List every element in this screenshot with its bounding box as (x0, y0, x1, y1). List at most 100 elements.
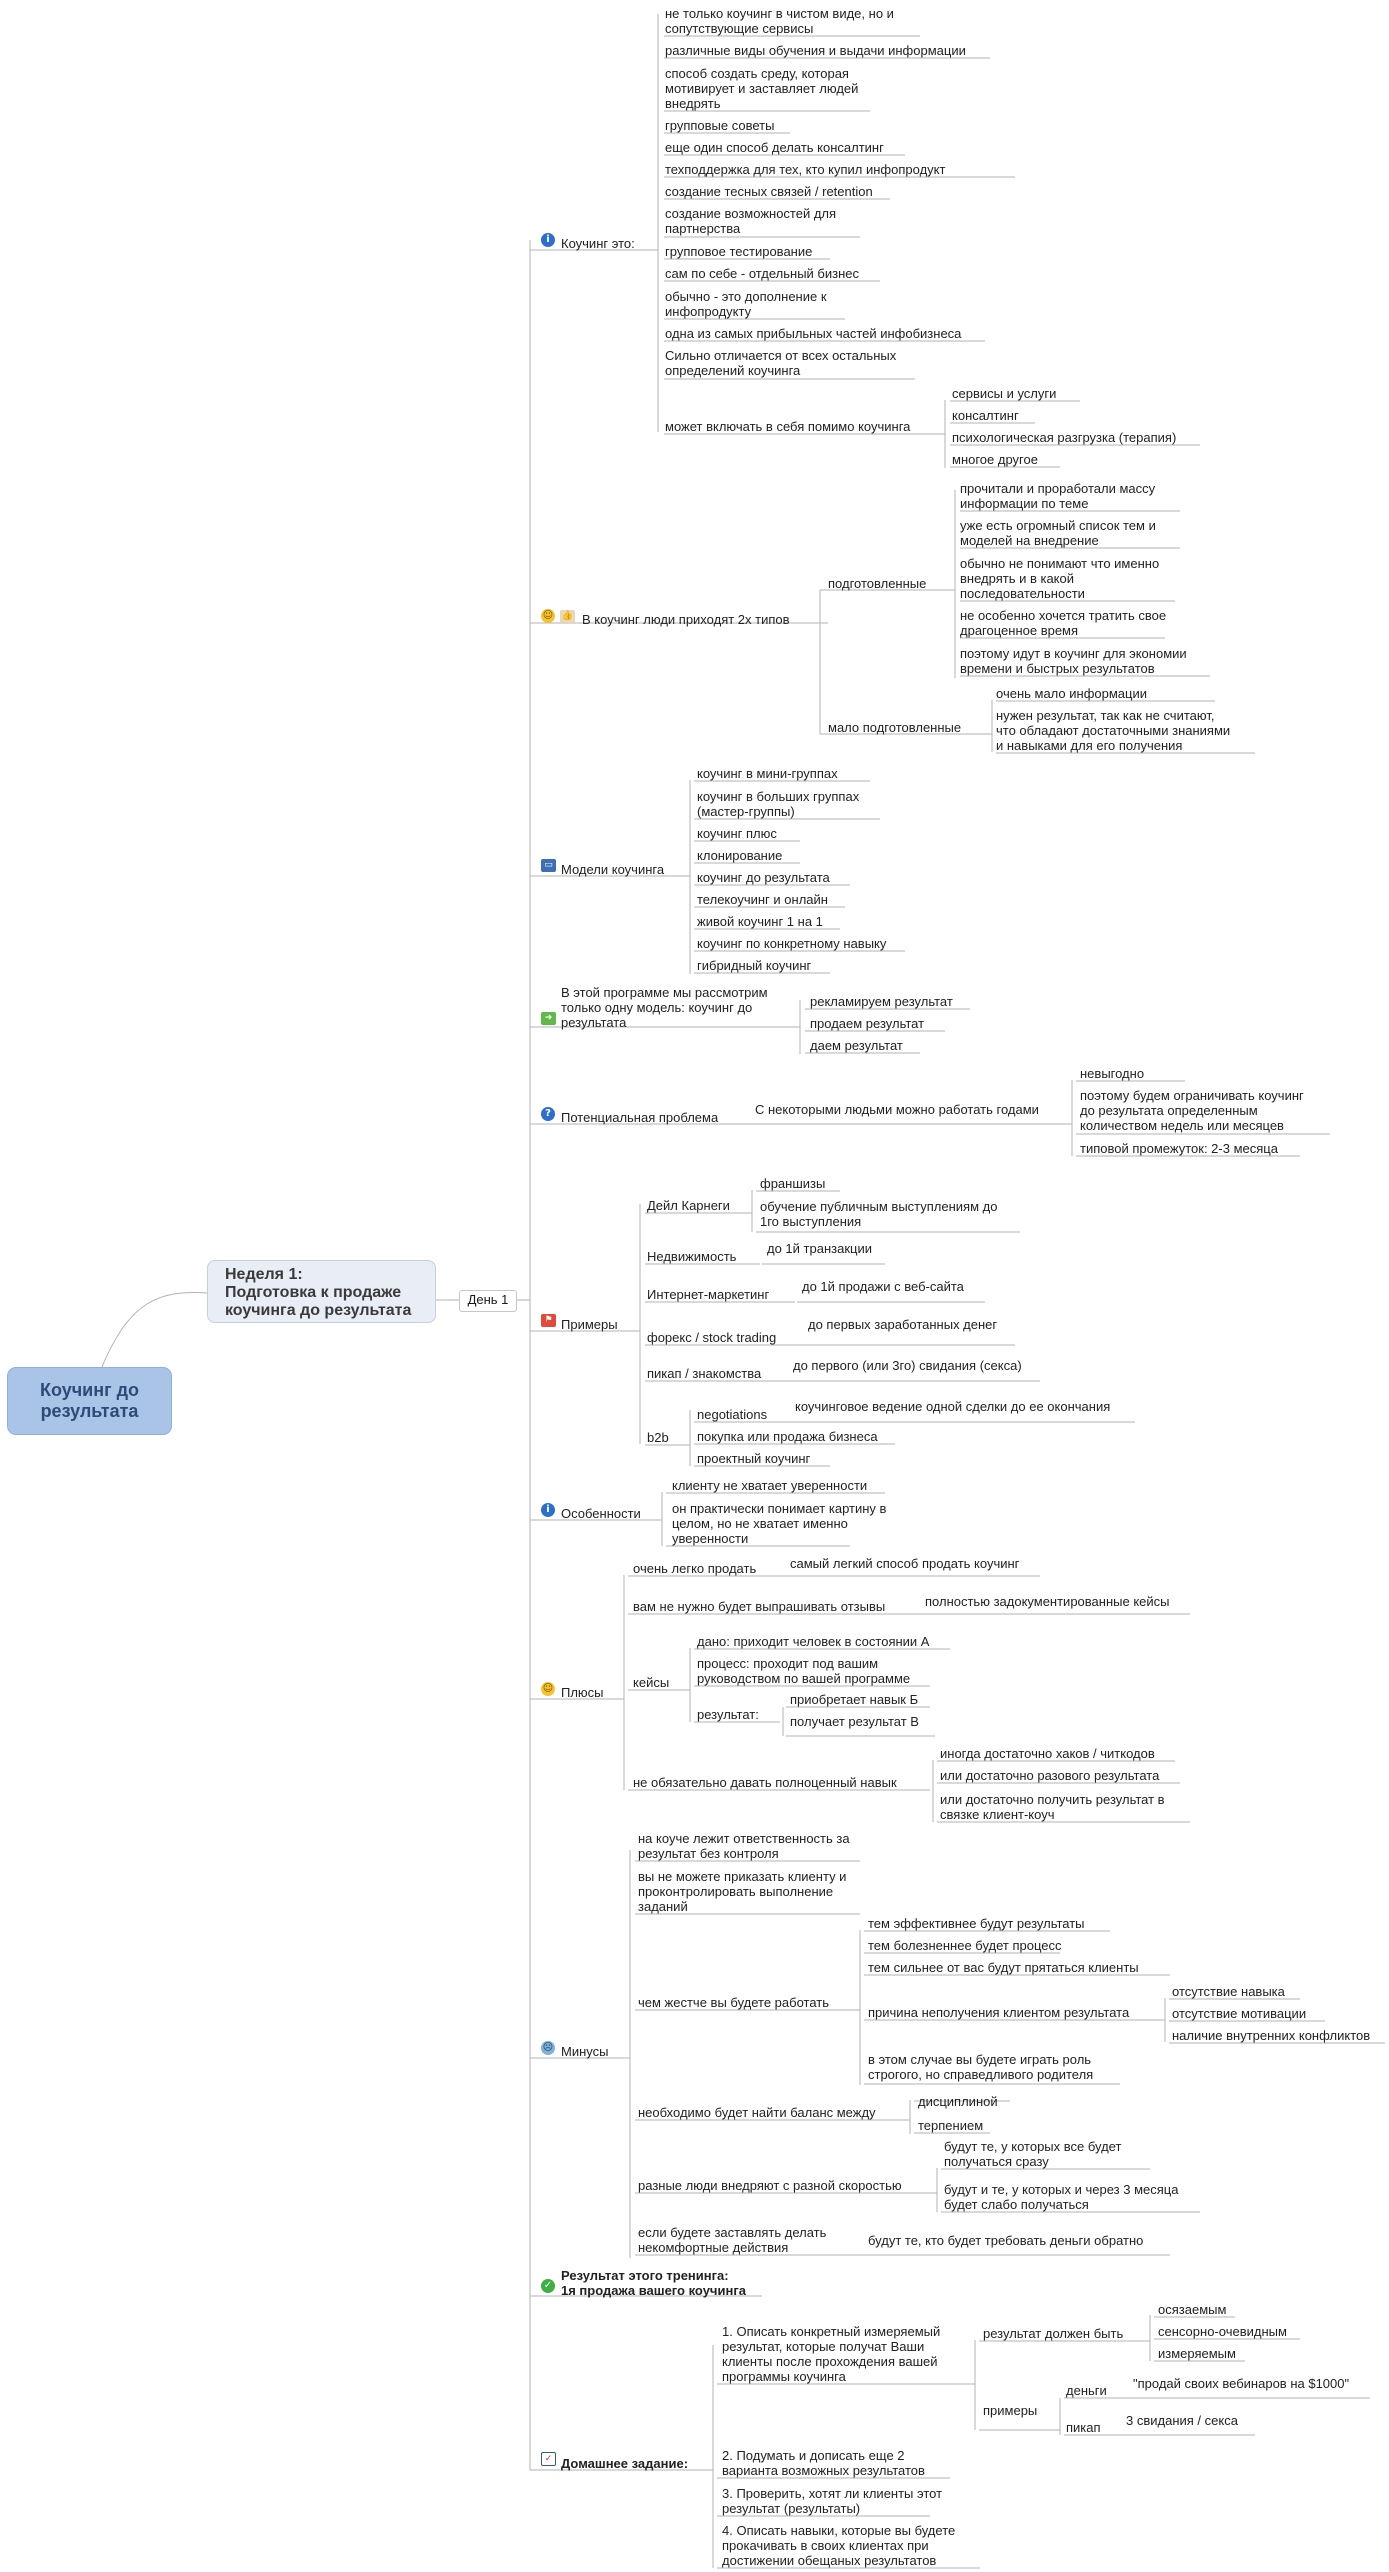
must-be-item[interactable]: сенсорно-очевидным (1158, 2324, 1287, 2339)
prepared-node[interactable]: подготовленные (828, 576, 927, 591)
forex-node[interactable]: форекс / stock trading (647, 1330, 777, 1345)
program-item[interactable]: продаем результат (810, 1016, 925, 1031)
model-item[interactable]: коучинг по конкретному навыку (697, 936, 887, 951)
skill-item[interactable]: или достаточно разового результата (940, 1768, 1160, 1783)
coaching-item[interactable]: способ создать среду, которая мотивирует… (665, 66, 859, 111)
speed-node[interactable]: разные люди внедряют с разной скоростью (638, 2178, 902, 2193)
coaching-node[interactable]: Коучинг это: (561, 236, 635, 251)
minus-item[interactable]: вы не можете приказать клиенту и проконт… (638, 1869, 847, 1914)
reason-node[interactable]: причина неполучения клиентом результата (868, 2005, 1130, 2020)
problem-item[interactable]: типовой промежуток: 2-3 месяца (1080, 1141, 1278, 1156)
negotiations-value[interactable]: коучинговое ведение одной сделки до ее о… (795, 1399, 1111, 1414)
case-result[interactable]: результат: (697, 1707, 759, 1722)
unprepared-item[interactable]: очень мало информации (996, 686, 1147, 701)
prepared-item[interactable]: не особенно хочется тратить свое драгоце… (960, 608, 1167, 638)
coaching-extra[interactable]: многое другое (952, 452, 1038, 467)
model-item[interactable]: гибридный коучинг (697, 958, 812, 973)
coaching-extra[interactable]: консалтинг (952, 408, 1019, 423)
problem-sub-node[interactable]: С некоторыми людьми можно работать годам… (755, 1102, 1039, 1117)
problem-node[interactable]: Потенциальная проблема (561, 1110, 719, 1125)
speed-item[interactable]: будут те, у которых все будет получаться… (944, 2139, 1122, 2169)
week-node[interactable]: Неделя 1: Подготовка к продаже коучинга … (207, 1260, 436, 1323)
parent-note[interactable]: в этом случае вы будете играть роль стро… (868, 2052, 1094, 2082)
pickup-hw-node[interactable]: пикап (1066, 2420, 1101, 2435)
pickup-value[interactable]: до первого (или 3го) свидания (секса) (793, 1358, 1022, 1373)
reason-item[interactable]: наличие внутренних конфликтов (1172, 2028, 1371, 2043)
model-item[interactable]: коучинг в больших группах (мастер-группы… (697, 789, 860, 819)
model-item[interactable]: коучинг в мини-группах (697, 766, 838, 781)
unprepared-item[interactable]: нужен результат, так как не считают, что… (996, 708, 1231, 753)
marketing-node[interactable]: Интернет-маркетинг (647, 1287, 770, 1302)
speed-item[interactable]: будут и те, у которых и через 3 месяца б… (944, 2182, 1179, 2212)
model-item[interactable]: телекоучинг и онлайн (697, 892, 828, 907)
day-node[interactable]: День 1 (459, 1290, 517, 1312)
examples-node[interactable]: Примеры (561, 1317, 618, 1332)
minus-item[interactable]: на коуче лежит ответственность за резуль… (638, 1831, 850, 1861)
skill-item[interactable]: иногда достаточно хаков / читкодов (940, 1746, 1155, 1761)
case-process[interactable]: процесс: проходит под вашим руководством… (697, 1656, 911, 1686)
pickup-node[interactable]: пикап / знакомства (647, 1366, 762, 1381)
case-given[interactable]: дано: приходит человек в состоянии А (697, 1634, 930, 1649)
skill-node[interactable]: не обязательно давать полноценный навык (633, 1775, 897, 1790)
coaching-item[interactable]: обычно - это дополнение к инфопродукту (665, 289, 827, 319)
reviews-value[interactable]: полностью задокументированные кейсы (925, 1594, 1170, 1609)
prepared-item[interactable]: поэтому идут в коучинг для экономии врем… (960, 646, 1187, 676)
unprepared-node[interactable]: мало подготовленные (828, 720, 962, 735)
realty-node[interactable]: Недвижимость (647, 1249, 737, 1264)
homework-task-3[interactable]: 3. Проверить, хотят ли клиенты этот резу… (722, 2486, 943, 2516)
features-node[interactable]: Особенности (561, 1506, 641, 1521)
realty-value[interactable]: до 1й транзакции (767, 1241, 872, 1256)
result-item[interactable]: получает результат В (790, 1714, 919, 1729)
reviews-node[interactable]: вам не нужно будет выпрашивать отзывы (633, 1599, 886, 1614)
model-item[interactable]: живой коучинг 1 на 1 (697, 914, 823, 929)
prepared-item[interactable]: обычно не понимают что именно внедрять и… (960, 556, 1160, 601)
must-be-node[interactable]: результат должен быть (983, 2326, 1124, 2341)
homework-task-4[interactable]: 4. Описать навыки, которые вы будете про… (722, 2523, 956, 2568)
money-node[interactable]: деньги (1066, 2383, 1107, 2398)
homework-node[interactable]: Домашнее задание: (561, 2456, 689, 2471)
force-node[interactable]: если будете заставлять делать некомфортн… (638, 2225, 827, 2255)
coaching-item[interactable]: не только коучинг в чистом виде, но и со… (665, 6, 894, 36)
coaching-item[interactable]: еще один способ делать консалтинг (665, 140, 884, 155)
reason-item[interactable]: отсутствие мотивации (1172, 2006, 1307, 2021)
coaching-item[interactable]: различные виды обучения и выдачи информа… (665, 43, 966, 58)
coaching-item[interactable]: одна из самых прибыльных частей инфобизн… (665, 326, 962, 341)
negotiations-node[interactable]: negotiations (697, 1407, 768, 1422)
program-node[interactable]: В этой программе мы рассмотрим только од… (561, 985, 768, 1030)
homework-task-1[interactable]: 1. Описать конкретный измеряемый результ… (722, 2324, 941, 2384)
balance-node[interactable]: необходимо будет найти баланс между (638, 2105, 876, 2120)
problem-item[interactable]: поэтому будем ограничивать коучинг до ре… (1080, 1088, 1304, 1133)
must-be-item[interactable]: осязаемым (1158, 2302, 1227, 2317)
homework-task-2[interactable]: 2. Подумать и дописать еще 2 варианта во… (722, 2448, 925, 2478)
coaching-extra[interactable]: сервисы и услуги (952, 386, 1057, 401)
harder-item[interactable]: тем сильнее от вас будут прятаться клиен… (868, 1960, 1139, 1975)
b2b-node[interactable]: b2b (647, 1430, 669, 1445)
coaching-item[interactable]: может включать в себя помимо коучинга (665, 419, 911, 434)
easy-value[interactable]: самый легкий способ продать коучинг (790, 1556, 1020, 1571)
coaching-item[interactable]: групповое тестирование (665, 244, 813, 259)
harder-node[interactable]: чем жестче вы будете работать (638, 1995, 830, 2010)
coaching-item[interactable]: техподдержка для тех, кто купил инфопрод… (665, 162, 946, 177)
pluses-node[interactable]: Плюсы (561, 1685, 604, 1700)
must-be-item[interactable]: измеряемым (1158, 2346, 1236, 2361)
prepared-item[interactable]: прочитали и проработали массу информации… (960, 481, 1156, 511)
harder-item[interactable]: тем эффективнее будут результаты (868, 1916, 1085, 1931)
program-item[interactable]: рекламируем результат (810, 994, 953, 1009)
reason-item[interactable]: отсутствие навыка (1172, 1984, 1285, 1999)
balance-item[interactable]: терпением (918, 2118, 984, 2133)
b2b-item[interactable]: покупка или продажа бизнеса (697, 1429, 878, 1444)
carnegie-item[interactable]: обучение публичным выступлениям до 1го в… (760, 1199, 998, 1229)
problem-item[interactable]: невыгодно (1080, 1066, 1145, 1081)
training-result-node[interactable]: Результат этого тренинга: 1я продажа ваш… (561, 2268, 746, 2298)
forex-value[interactable]: до первых заработанных денег (808, 1317, 998, 1332)
force-value[interactable]: будут те, кто будет требовать деньги обр… (868, 2233, 1144, 2248)
balance-item[interactable]: дисциплиной (918, 2094, 998, 2109)
result-item[interactable]: приобретает навык Б (790, 1692, 919, 1707)
examples-hw-node[interactable]: примеры (983, 2403, 1038, 2418)
coaching-item[interactable]: сам по себе - отдельный бизнес (665, 266, 860, 281)
model-item[interactable]: коучинг до результата (697, 870, 830, 885)
marketing-value[interactable]: до 1й продажи с веб-сайта (802, 1279, 964, 1294)
coaching-item[interactable]: создание возможностей для партнерства (665, 206, 837, 236)
models-node[interactable]: Модели коучинга (561, 862, 665, 877)
types-node[interactable]: В коучинг люди приходят 2х типов (582, 612, 790, 627)
